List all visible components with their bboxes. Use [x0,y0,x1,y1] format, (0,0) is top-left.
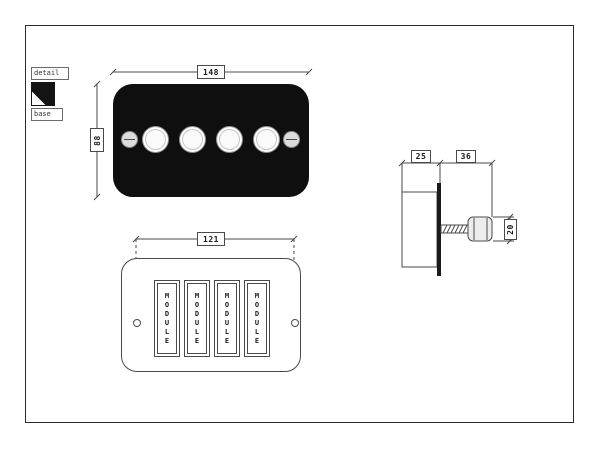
legend-finish-swatch [31,82,55,106]
legend-base-text: base [34,110,51,118]
dimmer-knob-3 [216,126,243,153]
legend-base-label: base [31,108,63,121]
module-label: MODULE [223,291,231,346]
fixing-centres-dimension: 121 [197,232,225,246]
front-width-value: 148 [203,67,219,77]
fixing-hole-right [291,319,299,327]
legend-detail-text: detail [34,69,60,77]
drawing-border-frame [25,25,574,423]
front-screw-left [121,131,138,148]
module-1: MODULE [154,280,180,357]
module-body: MODULE [157,283,177,354]
front-view-plate [113,84,309,197]
dimmer-knob-2 [179,126,206,153]
side-knob [467,216,493,242]
module-2: MODULE [184,280,210,357]
module-body: MODULE [247,283,267,354]
base-view-plate: MODULE MODULE MODULE MODULE [121,258,301,372]
module-body: MODULE [217,283,237,354]
side-view-drawing [401,183,493,276]
side-depth-value: 25 [415,152,427,161]
side-projection-value: 36 [460,152,472,161]
knob-diameter-value: 20 [505,224,515,235]
dimmer-knob-4 [253,126,280,153]
front-height-dimension: 88 [90,128,104,152]
module-label: MODULE [193,291,201,346]
module-label: MODULE [163,291,171,346]
front-width-dimension: 148 [197,65,225,79]
side-projection-dimension: 36 [456,150,476,163]
screw-slot [286,139,297,140]
front-height-value: 88 [92,134,102,146]
module-4: MODULE [244,280,270,357]
dimmer-knob-1 [142,126,169,153]
legend-detail-label: detail [31,67,69,80]
fixing-centres-value: 121 [203,234,219,244]
module-body: MODULE [187,283,207,354]
side-depth-dimension: 25 [411,150,431,163]
fixing-hole-left [133,319,141,327]
screw-slot [124,139,135,140]
front-screw-right [283,131,300,148]
knob-diameter-dimension: 20 [504,219,517,240]
module-3: MODULE [214,280,240,357]
module-label: MODULE [253,291,261,346]
